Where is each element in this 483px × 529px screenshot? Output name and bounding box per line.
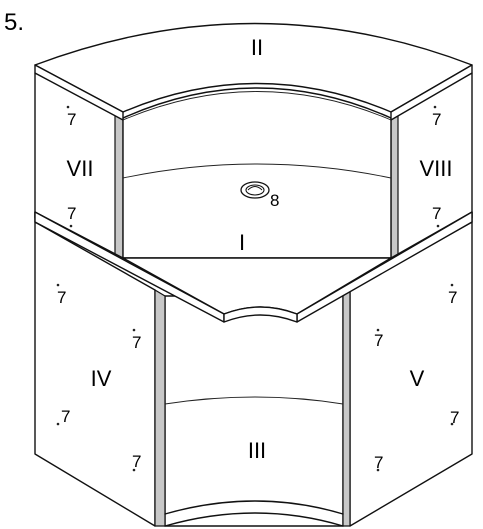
panel-label-lower-back: III: [248, 438, 266, 463]
screw-dot: [132, 468, 136, 472]
screw-dot: [66, 105, 70, 109]
callout-screw: 7: [132, 333, 141, 352]
callout-screw: 7: [432, 204, 441, 223]
screw-dot: [69, 224, 73, 228]
callout-screw: 7: [67, 110, 76, 129]
callout-grommet: 8: [270, 191, 279, 210]
callout-screw: 7: [450, 408, 459, 427]
callout-screw: 7: [448, 288, 457, 307]
lower-back-panel: [154, 289, 351, 527]
panel-label-right-upper: VIII: [419, 156, 452, 181]
upper-back-panel: [122, 87, 392, 264]
callout-screw: 7: [374, 331, 383, 350]
callout-screw: 7: [57, 288, 66, 307]
callout-screw: 7: [374, 453, 383, 472]
screw-dot: [433, 105, 437, 109]
screw-dot: [56, 283, 60, 287]
screw-dot: [436, 224, 440, 228]
panel-label-right-lower: V: [410, 366, 425, 391]
screw-dot: [376, 328, 380, 332]
panel-label-desk: I: [239, 230, 245, 255]
panel-label-left-lower: IV: [91, 366, 112, 391]
callout-screw: 7: [67, 204, 76, 223]
callout-screw: 7: [132, 452, 141, 471]
callout-screw: 7: [432, 110, 441, 129]
screw-dot: [56, 422, 60, 426]
desk-surface-panel: [34, 211, 473, 323]
screw-dot: [450, 283, 454, 287]
cable-grommet: [240, 181, 270, 199]
callout-screw: 7: [61, 407, 70, 426]
step-number: 5.: [4, 9, 24, 36]
screw-dot: [132, 328, 136, 332]
top-panel: [34, 22, 473, 121]
screw-markers: [56, 105, 454, 472]
panel-label-left-upper: VII: [67, 156, 94, 181]
screw-dot: [450, 422, 454, 426]
screw-dot: [376, 468, 380, 472]
panel-label-top: II: [251, 35, 263, 60]
